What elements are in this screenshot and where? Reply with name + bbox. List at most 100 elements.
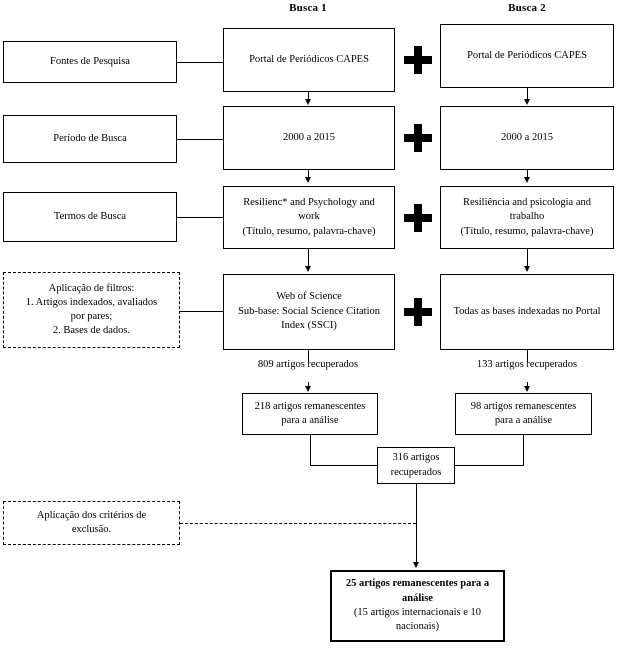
search1-period-text: 2000 a 2015 <box>283 131 335 143</box>
arrow-head-search1-period-to-terms <box>304 177 311 183</box>
exclusion-line-2: exclusão. <box>71 524 112 535</box>
connector-period-to-search1 <box>177 139 223 140</box>
search1-period-box: 2000 a 2015 <box>223 106 395 170</box>
search1-terms-line-3: (Título, resumo, palavra-chave) <box>242 225 376 237</box>
arrow-line-search1-period-to-terms <box>308 170 309 178</box>
search1-remaining-text: 218 artigos remanescentes para a análise <box>247 400 373 429</box>
column-header-busca-1: Busca 1 <box>289 2 327 14</box>
search2-source-text: Portal de Periódicos CAPES <box>467 49 587 61</box>
arrow-line-search1-terms-to-database <box>308 249 309 267</box>
arrow-head-merged-to-final <box>412 562 419 568</box>
arrow-line-search2-source-to-period <box>527 88 528 100</box>
merged-total-line-2: recuperados <box>390 466 442 478</box>
search2-remaining-line-2: para a análise <box>494 415 553 426</box>
plus-bar-vertical <box>414 124 422 152</box>
search1-database-box: Web of Science Sub-base: Social Science … <box>223 274 395 350</box>
search2-source-box: Portal de Periódicos CAPES <box>440 24 614 88</box>
arrow-line-search2-retrieved-to-remaining <box>527 382 528 387</box>
connector-exclusion-to-final <box>180 523 416 524</box>
search1-database-line-1: Web of Science <box>276 291 342 303</box>
search2-period-text: 2000 a 2015 <box>501 131 553 143</box>
arrow-line-search2-period-to-terms <box>527 170 528 178</box>
search2-retrieved-label: 133 artigos recuperados <box>467 358 587 372</box>
search1-database-text: Web of Science Sub-base: Social Science … <box>228 290 390 333</box>
arrow-head-search2-source-to-period <box>523 99 530 105</box>
search2-database-box: Todas as bases indexadas no Portal <box>440 274 614 350</box>
connector-sources-to-search1 <box>177 62 223 63</box>
filters-item-1-cont: por pares; <box>70 311 113 322</box>
label-box-periodo-de-busca: Período de Busca <box>3 115 177 163</box>
search1-source-text: Portal de Periódicos CAPES <box>249 53 369 65</box>
plus-bar-vertical <box>414 46 422 74</box>
search2-terms-line-1: Resiliência and psicologia and <box>462 196 591 208</box>
final-result-line-4: nacionais) <box>395 621 440 633</box>
exclusion-line-1: Aplicação dos critérios de <box>36 509 147 521</box>
search2-remaining-box: 98 artigos remanescentes para a análise <box>455 393 592 435</box>
search1-retrieved-label: 809 artigos recuperados <box>248 358 368 372</box>
search2-terms-box: Resiliência and psicologia and trabalho … <box>440 186 614 249</box>
search1-remaining-line-2: para a análise <box>281 415 339 426</box>
merged-total-text: 316 artigos recuperados <box>382 451 450 480</box>
final-result-text: 25 artigos remanescentes para a análise … <box>336 577 499 635</box>
filters-criteria-box: Aplicação de filtros: 1. Artigos indexad… <box>3 272 180 348</box>
search1-terms-line-1: Resilienc* and Psychology and <box>243 196 375 208</box>
plus-sign-icon-row4 <box>404 298 432 326</box>
connector-search2-database-to-retrieved <box>527 350 528 362</box>
search2-remaining-line-1: 98 artigos remanescentes <box>470 400 577 412</box>
search2-period-box: 2000 a 2015 <box>440 106 614 170</box>
merge-line-left-horizontal <box>310 465 378 466</box>
search2-terms-text: Resiliência and psicologia and trabalho … <box>445 196 609 239</box>
search1-remaining-box: 218 artigos remanescentes para a análise <box>242 393 378 435</box>
final-result-line-1: 25 artigos remanescentes para a <box>345 578 490 590</box>
label-termos-de-busca: Termos de Busca <box>53 210 127 222</box>
search1-terms-line-2: work <box>298 211 320 223</box>
plus-sign-icon-row3 <box>404 204 432 232</box>
merged-total-box: 316 artigos recuperados <box>377 447 455 484</box>
label-box-termos-de-busca: Termos de Busca <box>3 192 177 242</box>
arrow-head-search1-retrieved-to-remaining <box>304 386 311 392</box>
plus-bar-vertical <box>414 298 422 326</box>
connector-terms-to-search1 <box>177 217 223 218</box>
search1-retrieved-line-2: recuperados <box>307 359 359 370</box>
connector-filters-to-search1-database <box>180 311 223 312</box>
arrow-head-search1-terms-to-database <box>304 266 311 272</box>
filters-criteria-text: Aplicação de filtros: 1. Artigos indexad… <box>8 282 175 339</box>
arrow-head-search2-period-to-terms <box>523 177 530 183</box>
search2-retrieved-line-2: recuperados <box>526 359 578 370</box>
label-box-fontes-de-pesquisa: Fontes de Pesquisa <box>3 41 177 83</box>
search1-source-box: Portal de Periódicos CAPES <box>223 28 395 92</box>
arrow-head-search2-retrieved-to-remaining <box>523 386 530 392</box>
merge-line-left-vertical <box>310 435 311 465</box>
final-result-line-3: (15 artigos internacionais e 10 <box>353 607 482 618</box>
exclusion-criteria-text: Aplicação dos critérios de exclusão. <box>8 509 175 538</box>
search1-remaining-line-1: 218 artigos remanescentes <box>254 400 366 412</box>
final-result-box: 25 artigos remanescentes para a análise … <box>330 570 505 642</box>
arrow-line-search1-source-to-period <box>308 92 309 100</box>
search2-terms-line-2: trabalho <box>509 211 545 223</box>
arrow-line-merged-to-final <box>416 484 417 564</box>
final-result-line-2: análise <box>402 592 433 604</box>
filters-item-2: 2. Bases de dados. <box>52 325 131 337</box>
search2-terms-line-3: (Título, resumo, palavra-chave) <box>460 225 594 237</box>
arrow-head-search1-source-to-period <box>304 99 311 105</box>
label-periodo-de-busca: Período de Busca <box>53 132 127 144</box>
merge-line-right-vertical <box>523 435 524 465</box>
filters-title: Aplicação de filtros: <box>48 282 135 294</box>
search1-terms-box: Resilienc* and Psychology and work (Títu… <box>223 186 395 249</box>
search2-retrieved-line-1: 133 artigos <box>476 359 524 370</box>
search1-database-line-2: Sub-base: Social Science Citation <box>237 305 380 317</box>
label-fontes-de-pesquisa: Fontes de Pesquisa <box>50 55 130 67</box>
arrow-head-search2-terms-to-database <box>523 266 530 272</box>
plus-bar-vertical <box>414 204 422 232</box>
column-header-busca-2: Busca 2 <box>508 2 546 14</box>
merge-line-right-horizontal <box>455 465 524 466</box>
search1-database-line-3: Index (SSCI) <box>281 320 337 332</box>
filters-item-1: 1. Artigos indexados, avaliados <box>25 296 158 308</box>
exclusion-criteria-box: Aplicação dos critérios de exclusão. <box>3 501 180 545</box>
search2-database-text: Todas as bases indexadas no Portal <box>453 305 601 317</box>
merged-total-line-1: 316 artigos <box>392 452 440 464</box>
arrow-line-search2-terms-to-database <box>527 249 528 267</box>
search1-terms-text: Resilienc* and Psychology and work (Títu… <box>228 196 390 239</box>
plus-sign-icon-row2 <box>404 124 432 152</box>
